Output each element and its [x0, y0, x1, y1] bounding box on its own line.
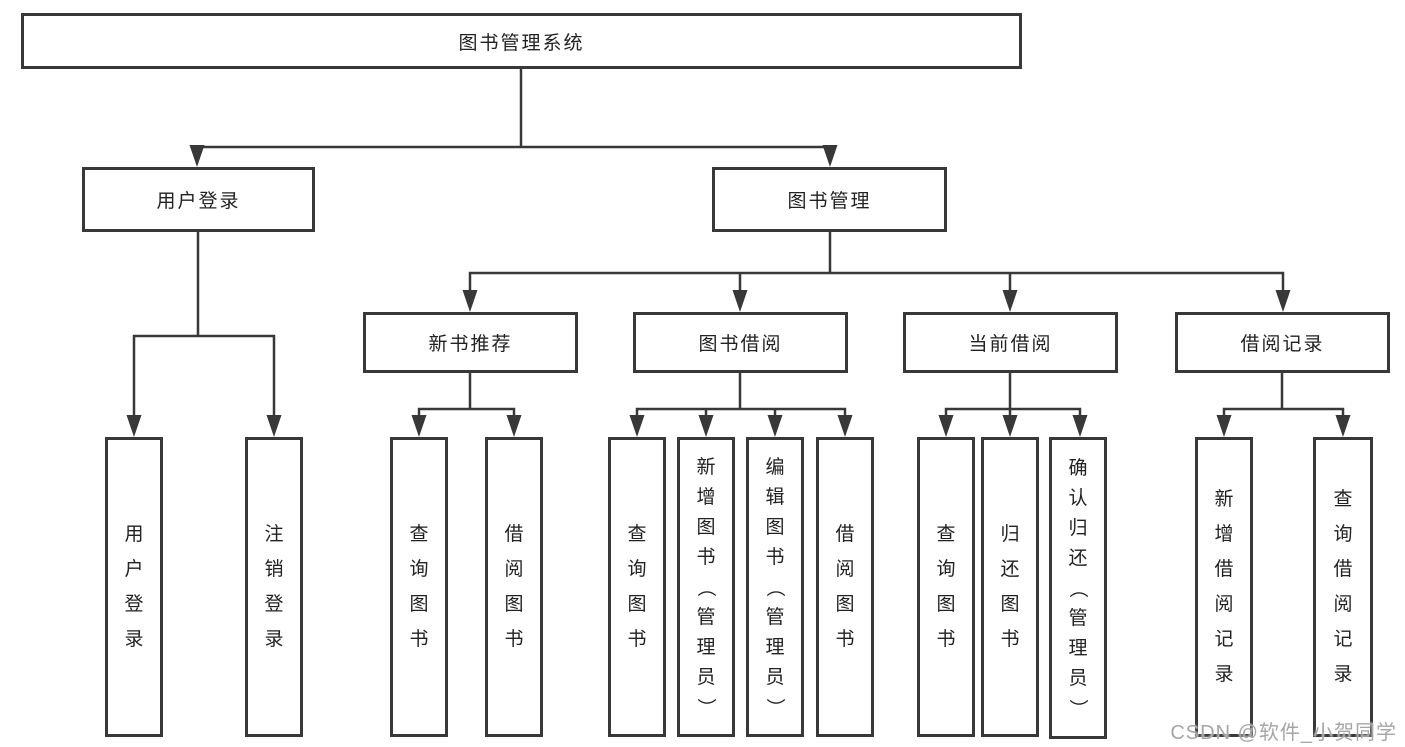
node-borrowing-records: 借阅记录 [1175, 312, 1390, 373]
leaf-search-books-borrowing-label: 查询图书 [627, 524, 647, 650]
leaf-return-books: 归还图书 [981, 437, 1039, 737]
leaf-add-borrow-record-label: 新增借阅记录 [1214, 489, 1234, 685]
leaf-search-books-borrowing: 查询图书 [608, 437, 666, 737]
leaf-user-login: 用户登录 [105, 437, 163, 737]
leaf-user-login-label: 用户登录 [124, 524, 144, 650]
leaf-borrow-books-borrowing: 借阅图书 [816, 437, 874, 737]
leaf-search-books-recommend: 查询图书 [390, 437, 448, 737]
leaf-confirm-return-admin: 确认归还（管理员） [1049, 437, 1107, 739]
leaf-edit-book-admin-label: 编辑图书（管理员） [764, 456, 786, 717]
leaf-search-books-recommend-label: 查询图书 [409, 524, 429, 650]
node-current-borrowing: 当前借阅 [903, 312, 1118, 373]
node-library-management-system: 图书管理系统 [21, 13, 1022, 69]
leaf-logout: 注销登录 [245, 437, 303, 737]
leaf-search-books-current-label: 查询图书 [936, 524, 956, 650]
leaf-borrow-books-recommend: 借阅图书 [485, 437, 543, 737]
node-user-login: 用户登录 [82, 167, 315, 232]
leaf-logout-label: 注销登录 [264, 524, 284, 650]
leaf-edit-book-admin: 编辑图书（管理员） [746, 437, 804, 737]
leaf-search-books-current: 查询图书 [917, 437, 975, 737]
leaf-add-book-admin-label: 新增图书（管理员） [695, 456, 717, 717]
leaf-borrow-books-recommend-label: 借阅图书 [504, 524, 524, 650]
watermark: CSDN @软件_小贺同学 [1170, 722, 1397, 744]
node-new-book-recommendation: 新书推荐 [363, 312, 578, 373]
leaf-confirm-return-admin-label: 确认归还（管理员） [1067, 457, 1089, 718]
leaf-search-borrow-record-label: 查询借阅记录 [1333, 489, 1353, 685]
node-book-management: 图书管理 [712, 167, 947, 232]
leaf-return-books-label: 归还图书 [1000, 524, 1020, 650]
leaf-add-book-admin: 新增图书（管理员） [677, 437, 735, 737]
leaf-add-borrow-record: 新增借阅记录 [1195, 437, 1253, 737]
node-book-borrowing: 图书借阅 [633, 312, 848, 373]
leaf-borrow-books-borrowing-label: 借阅图书 [835, 524, 855, 650]
leaf-search-borrow-record: 查询借阅记录 [1313, 437, 1373, 737]
